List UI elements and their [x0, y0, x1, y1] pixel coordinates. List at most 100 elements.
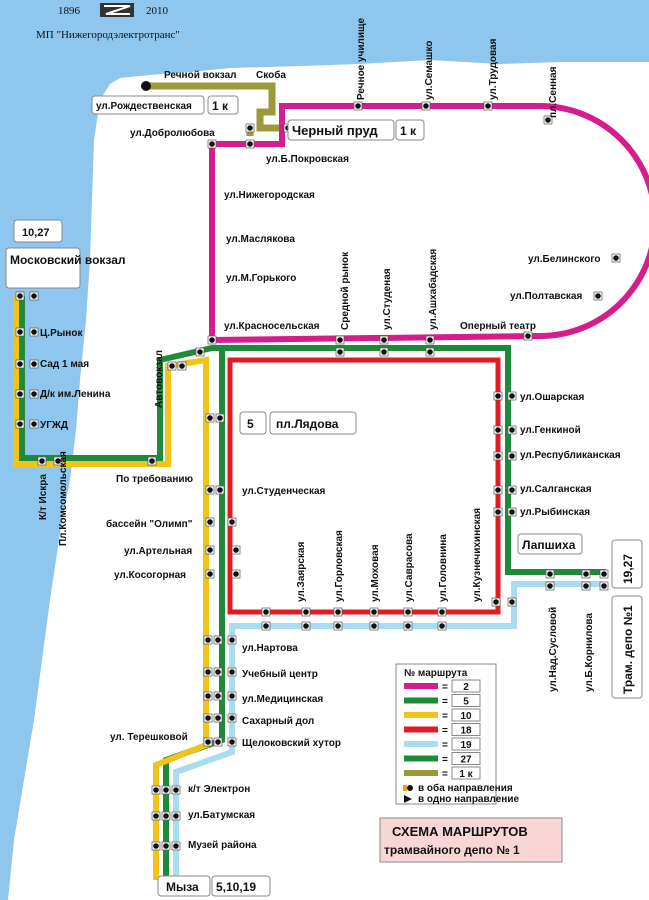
- stop-marker: [153, 843, 159, 849]
- moskovsky-name: Московский вокзал: [10, 253, 126, 267]
- stop-marker: [163, 787, 169, 793]
- stop-marker: [229, 519, 235, 525]
- label-b-kornilova: ул.Б.Корнилова: [584, 613, 595, 692]
- label-zaryskaya: ул.Заярская: [296, 542, 307, 602]
- stop-marker: [209, 141, 215, 147]
- stop-marker: [439, 623, 445, 629]
- legend-one-dir: в одно направление: [418, 794, 519, 805]
- stop-marker: [17, 361, 23, 367]
- label-savrasova: ул.Саврасова: [404, 533, 415, 602]
- label-skoba: Скоба: [256, 69, 286, 81]
- label-kosogornaya: ул.Косогорная: [114, 570, 186, 581]
- label-batumskaya: ул.Батумская: [188, 810, 255, 821]
- label-salganskaya: ул.Салганская: [520, 484, 592, 495]
- stop-marker: [485, 103, 491, 109]
- label-artelnaya: ул.Артельная: [124, 546, 192, 557]
- svg-text:=: =: [442, 682, 448, 693]
- legend-both-marker: [407, 785, 413, 791]
- stop-marker: [205, 715, 211, 721]
- stop-marker: [153, 813, 159, 819]
- mysa-name: Мыза: [166, 880, 199, 894]
- legend-swatch: [404, 755, 438, 762]
- footer-line1: СХЕМА МАРШРУТОВ: [392, 824, 528, 839]
- label-b-pokrovskaya: ул.Б.Покровская: [266, 154, 349, 165]
- label-poltavskaya: ул.Полтавская: [510, 291, 582, 302]
- label-rybinskaya: ул.Рыбинская: [520, 506, 590, 518]
- footer-line2: трамвайного депо № 1: [384, 843, 520, 857]
- stop-marker: [229, 739, 235, 745]
- label-studenaya: ул.Студеная: [382, 268, 393, 330]
- legend-route-label: 18: [460, 726, 472, 737]
- footer-title: СХЕМА МАРШРУТОВ трамвайного депо № 1: [379, 817, 563, 863]
- stop-marker: [545, 117, 551, 123]
- label-dobrolyubova: ул.Добролюбова: [130, 127, 215, 139]
- stop-marker: [229, 669, 235, 675]
- stop-marker: [217, 415, 223, 421]
- stop-marker: [371, 609, 377, 615]
- stop-marker: [205, 739, 211, 745]
- stop-marker: [153, 787, 159, 793]
- stop-marker: [303, 609, 309, 615]
- legend-one-marker: [404, 795, 412, 803]
- stop-marker: [207, 547, 213, 553]
- route-19-line: [173, 581, 602, 880]
- stop-marker: [169, 363, 175, 369]
- label-studencheskaya: ул.Студенческая: [242, 486, 326, 497]
- badge-1k-rozhdestvenskaya: 1 к: [212, 99, 229, 113]
- legend-rows: =2=5=10=18=19=27=1 к: [404, 679, 481, 780]
- stop-marker: [439, 609, 445, 615]
- svg-text:=: =: [442, 711, 448, 722]
- label-nad-suslovoy: ул.Над.Сусловой: [548, 607, 559, 692]
- stop-marker: [31, 361, 37, 367]
- label-po-trebovaniyu: По требованию: [116, 473, 194, 485]
- legend-route-label: 19: [460, 740, 472, 751]
- legend-swatch: [404, 697, 438, 704]
- label-avtovokzal: Автовокзал: [154, 350, 165, 408]
- stop-marker: [205, 669, 211, 675]
- label-pl-komsomolskaya: Пл.Комсомольская: [58, 451, 69, 546]
- logo-icon: [100, 3, 134, 17]
- stop-marker: [173, 843, 179, 849]
- label-genkinoy: ул.Генкиной: [520, 425, 581, 436]
- stop-marker: [215, 637, 221, 643]
- stop-marker: [495, 509, 501, 515]
- label-krasnoselskaya: ул.Красносельская: [224, 321, 320, 332]
- label-uchebny-tsentr: Учебный центр: [242, 668, 318, 680]
- route-18-line: [227, 357, 501, 615]
- label-tereshkovoy: ул. Терешковой: [110, 732, 188, 743]
- stop-marker: [31, 329, 37, 335]
- stop-marker: [163, 813, 169, 819]
- stop-marker: [17, 391, 23, 397]
- stop-marker: [215, 715, 221, 721]
- stop-marker: [405, 609, 411, 615]
- label-ugzhd: УГЖД: [40, 420, 68, 431]
- stop-marker: [595, 293, 601, 299]
- svg-text:=: =: [442, 697, 448, 708]
- stop-marker: [247, 141, 253, 147]
- svg-text:=: =: [442, 726, 448, 737]
- label-mokhovaya: ул.Моховая: [370, 544, 381, 602]
- svg-text:=: =: [442, 755, 448, 766]
- label-operny: Оперный театр: [460, 321, 536, 332]
- stop-marker: [163, 843, 169, 849]
- stop-marker: [495, 487, 501, 493]
- stop-marker: [17, 293, 23, 299]
- stop-marker: [525, 333, 531, 339]
- label-belinskogo: ул.Белинского: [528, 254, 601, 265]
- legend: № маршрута =2=5=10=18=19=27=1 к в оба на…: [395, 663, 519, 805]
- label-meditsinskaya: ул.Медицинская: [242, 694, 323, 705]
- stop-marker: [215, 669, 221, 675]
- stop-marker: [217, 487, 223, 493]
- label-nartova: ул.Нартова: [242, 643, 298, 654]
- depo-name: Трам. депо №1: [621, 605, 635, 694]
- stop-marker: [233, 547, 239, 553]
- stop-marker: [149, 458, 155, 464]
- badge-1k-cherny-prud: 1 к: [400, 124, 417, 138]
- stop-marker: [31, 391, 37, 397]
- stop-marker: [509, 599, 515, 605]
- stop-marker: [337, 337, 343, 343]
- stop-marker: [207, 415, 213, 421]
- stop-marker: [509, 393, 515, 399]
- stop-marker: [55, 458, 61, 464]
- legend-swatch: [404, 741, 438, 747]
